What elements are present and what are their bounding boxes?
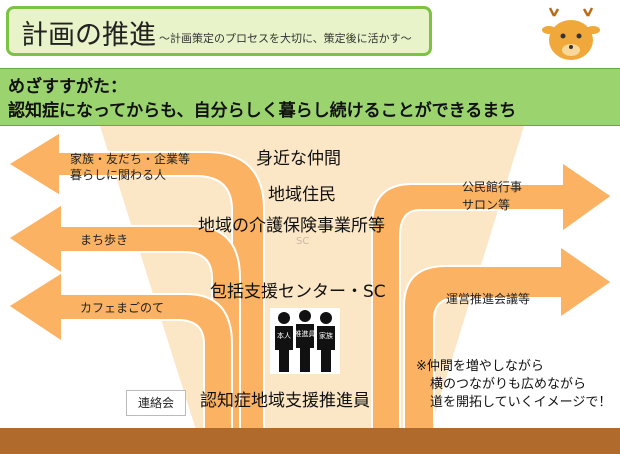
ground-bar (0, 428, 620, 454)
page-subtitle: ～計画策定のプロセスを大切に、策定後に活かす～ (159, 32, 412, 45)
left-arrow-top-label-2: 暮らしに関わる人 (70, 168, 167, 182)
deer-mascot-icon (532, 6, 610, 70)
center-item-close-companions: 身近な仲間 (256, 149, 341, 169)
liaison-meeting-box: 連絡会 (126, 390, 186, 416)
title-box: 計画の推進 ～計画策定のプロセスを大切に、策定後に活かす～ (6, 6, 432, 56)
center-item-dementia-promoter: 認知症地域支援推進員 (200, 391, 370, 411)
goal-statement: 認知症になってからも、自分らしく暮らし続けることができるまち (8, 101, 517, 121)
goal-band: めざすすがた： 認知症になってからも、自分らしく暮らし続けることができるまち (0, 68, 620, 126)
right-arrow-bottom-label: 運営推進会議等 (446, 292, 531, 306)
left-arrow-top-label-1: 家族・友だち・企業等 (70, 152, 191, 166)
left-arrow-middle-label: まち歩き (80, 233, 129, 247)
right-arrow-top-label-1: 公民館行事 (462, 180, 523, 194)
right-arrow-top (371, 160, 614, 431)
left-arrow-bottom-label: カフェまごのて (80, 301, 165, 315)
note-line-2: 横のつながりも広めながら (430, 377, 587, 392)
note-line-3: 道を開拓していくイメージで！ (430, 395, 612, 410)
group-label-family: 家族 (319, 331, 333, 340)
center-item-sc-faint: SC (296, 236, 310, 247)
group-label-promoter: 推進員 (295, 329, 316, 338)
note-line-1: ※仲間を増やしながら (416, 359, 544, 374)
right-arrow-top-label-2: サロン等 (462, 198, 511, 212)
people-group-icon: 本人 推進員 家族 (270, 308, 340, 374)
center-item-residents: 地域住民 (268, 185, 336, 205)
group-label-person: 本人 (277, 331, 291, 340)
page-title: 計画の推進 (21, 20, 156, 51)
right-arrow-bottom (403, 244, 614, 431)
center-item-support-center: 包括支援センター・SC (210, 282, 386, 302)
center-item-care-providers: 地域の介護保険事業所等 (198, 216, 385, 236)
left-arrow-bottom (6, 270, 233, 431)
goal-heading: めざすすがた： (8, 77, 127, 97)
